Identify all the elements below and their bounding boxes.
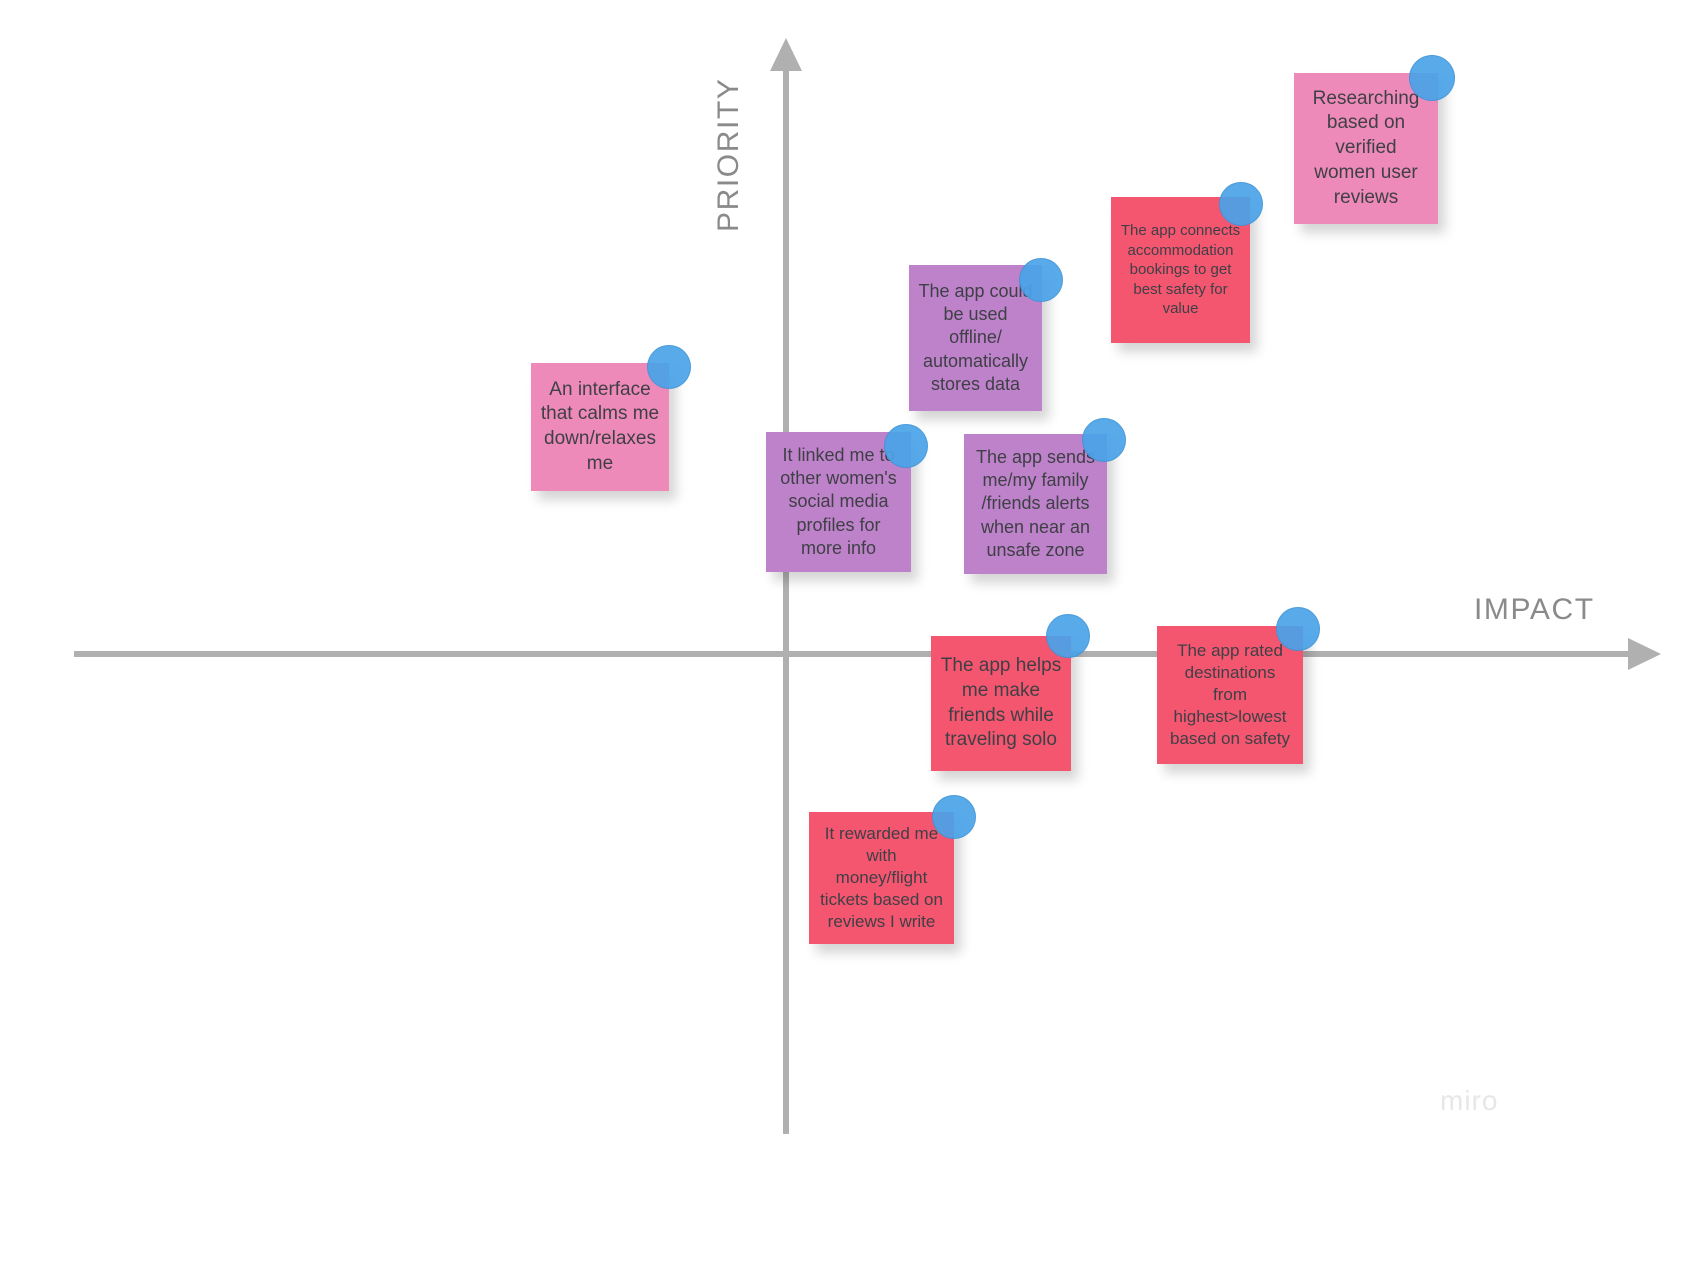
vote-dot-icon[interactable] xyxy=(884,424,928,468)
miro-watermark: miro xyxy=(1440,1085,1499,1116)
sticky-note-text: The app helps me make friends while trav… xyxy=(940,655,1062,751)
vote-dot-icon[interactable] xyxy=(1019,258,1063,302)
vote-dot-icon[interactable] xyxy=(647,345,691,389)
impact-axis-line xyxy=(74,651,1630,657)
sticky-note-interface-calms-me-down[interactable]: An interface that calms me down/relaxes … xyxy=(531,363,669,491)
sticky-note-text: It linked me to other women's social med… xyxy=(780,444,897,559)
sticky-note-app-helps-make-friends[interactable]: The app helps me make friends while trav… xyxy=(931,636,1071,771)
vote-dot-icon[interactable] xyxy=(1082,418,1126,462)
sticky-note-rewarded-with-money-flight-tickets[interactable]: It rewarded me with money/flight tickets… xyxy=(809,812,954,944)
sticky-note-app-sends-family-alerts[interactable]: The app sends me/my family /friends aler… xyxy=(964,434,1107,574)
sticky-note-text: It rewarded me with money/flight tickets… xyxy=(820,823,943,932)
sticky-note-text: The app sends me/my family /friends aler… xyxy=(975,446,1096,561)
sticky-note-text: The app rated destinations from highest>… xyxy=(1169,640,1291,749)
impact-axis-label: IMPACT xyxy=(1474,593,1595,626)
sticky-note-text: Researching based on verified women user… xyxy=(1312,87,1420,208)
sticky-note-app-used-offline[interactable]: The app could be used offline/ automatic… xyxy=(909,265,1042,411)
vote-dot-icon[interactable] xyxy=(1276,607,1320,651)
vote-dot-icon[interactable] xyxy=(1046,614,1090,658)
priority-axis-arrow-icon xyxy=(770,38,802,71)
sticky-note-researching-verified-reviews[interactable]: Researching based on verified women user… xyxy=(1294,73,1438,224)
impact-axis-arrow-icon xyxy=(1628,638,1661,670)
sticky-note-app-rated-destinations[interactable]: The app rated destinations from highest>… xyxy=(1157,626,1303,764)
sticky-note-text: An interface that calms me down/relaxes … xyxy=(540,378,660,474)
priority-axis-label: PRIORITY xyxy=(712,77,745,232)
priority-axis-line xyxy=(783,68,789,1134)
sticky-note-text: The app connects accommodation bookings … xyxy=(1120,222,1241,318)
vote-dot-icon[interactable] xyxy=(932,795,976,839)
vote-dot-icon[interactable] xyxy=(1409,55,1455,101)
sticky-note-text: The app could be used offline/ automatic… xyxy=(918,280,1033,395)
vote-dot-icon[interactable] xyxy=(1219,182,1263,226)
